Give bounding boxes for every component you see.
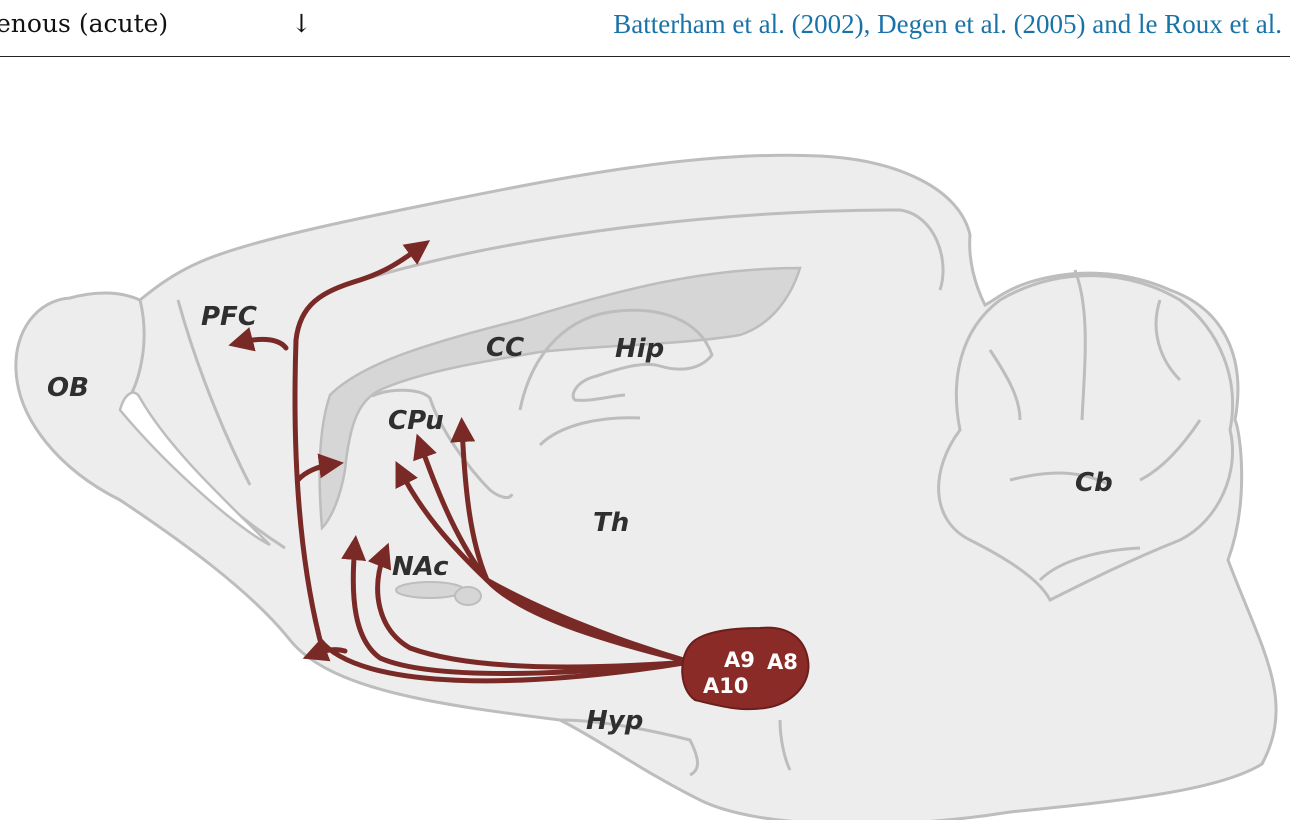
label-a9: A9: [724, 648, 755, 672]
pfc-branch: [228, 327, 289, 352]
label-hyp: Hyp: [586, 706, 643, 736]
label-cc: CC: [486, 333, 524, 363]
table-row: enous (acute) ↓ Batterham et al. (2002),…: [0, 0, 1290, 57]
dopamine-pathways: [228, 240, 693, 684]
hypothalamus-outline: [559, 718, 792, 777]
label-th: Th: [593, 508, 629, 538]
cerebellum-folia: [988, 269, 1202, 582]
corpus-callosum: [318, 266, 802, 531]
mesocortical-pathway: [292, 240, 693, 684]
cerebellum-outline: [937, 274, 1235, 603]
striatum-outline: [371, 388, 514, 499]
effect-arrow-cell: ↓: [291, 9, 312, 38]
label-pfc: PFC: [201, 302, 257, 332]
olfactory-branch: [302, 637, 348, 662]
olfactory-ventricle: [118, 391, 271, 547]
label-a10: A10: [703, 674, 748, 698]
brain-sagittal-diagram: OB PFC CC Hip CPu Th NAc Hyp Cb A9 A8 A1…: [14, 153, 1278, 820]
references-link[interactable]: Batterham et al. (2002), Degen et al. (2…: [613, 9, 1282, 39]
label-nac: NAc: [392, 552, 449, 582]
midbrain-dopamine-nuclei: [681, 626, 810, 711]
mesolimbic-pathway-2: [367, 542, 693, 670]
route-cell: enous (acute): [0, 9, 169, 38]
nigrostriatal-pathway-3: [450, 417, 693, 665]
label-ob: OB: [47, 373, 89, 403]
brain-outline: [14, 153, 1278, 820]
label-cpu: CPu: [388, 406, 444, 436]
hippocampus-outline: [518, 308, 714, 447]
mesolimbic-pathway-1: [341, 535, 693, 676]
label-a8: A8: [767, 650, 798, 674]
label-hip: Hip: [615, 334, 664, 364]
label-cb: Cb: [1075, 468, 1113, 498]
cortex-inner-boundary: [176, 208, 945, 486]
nac-ventricle: [395, 581, 465, 599]
septal-branch: [295, 453, 344, 483]
